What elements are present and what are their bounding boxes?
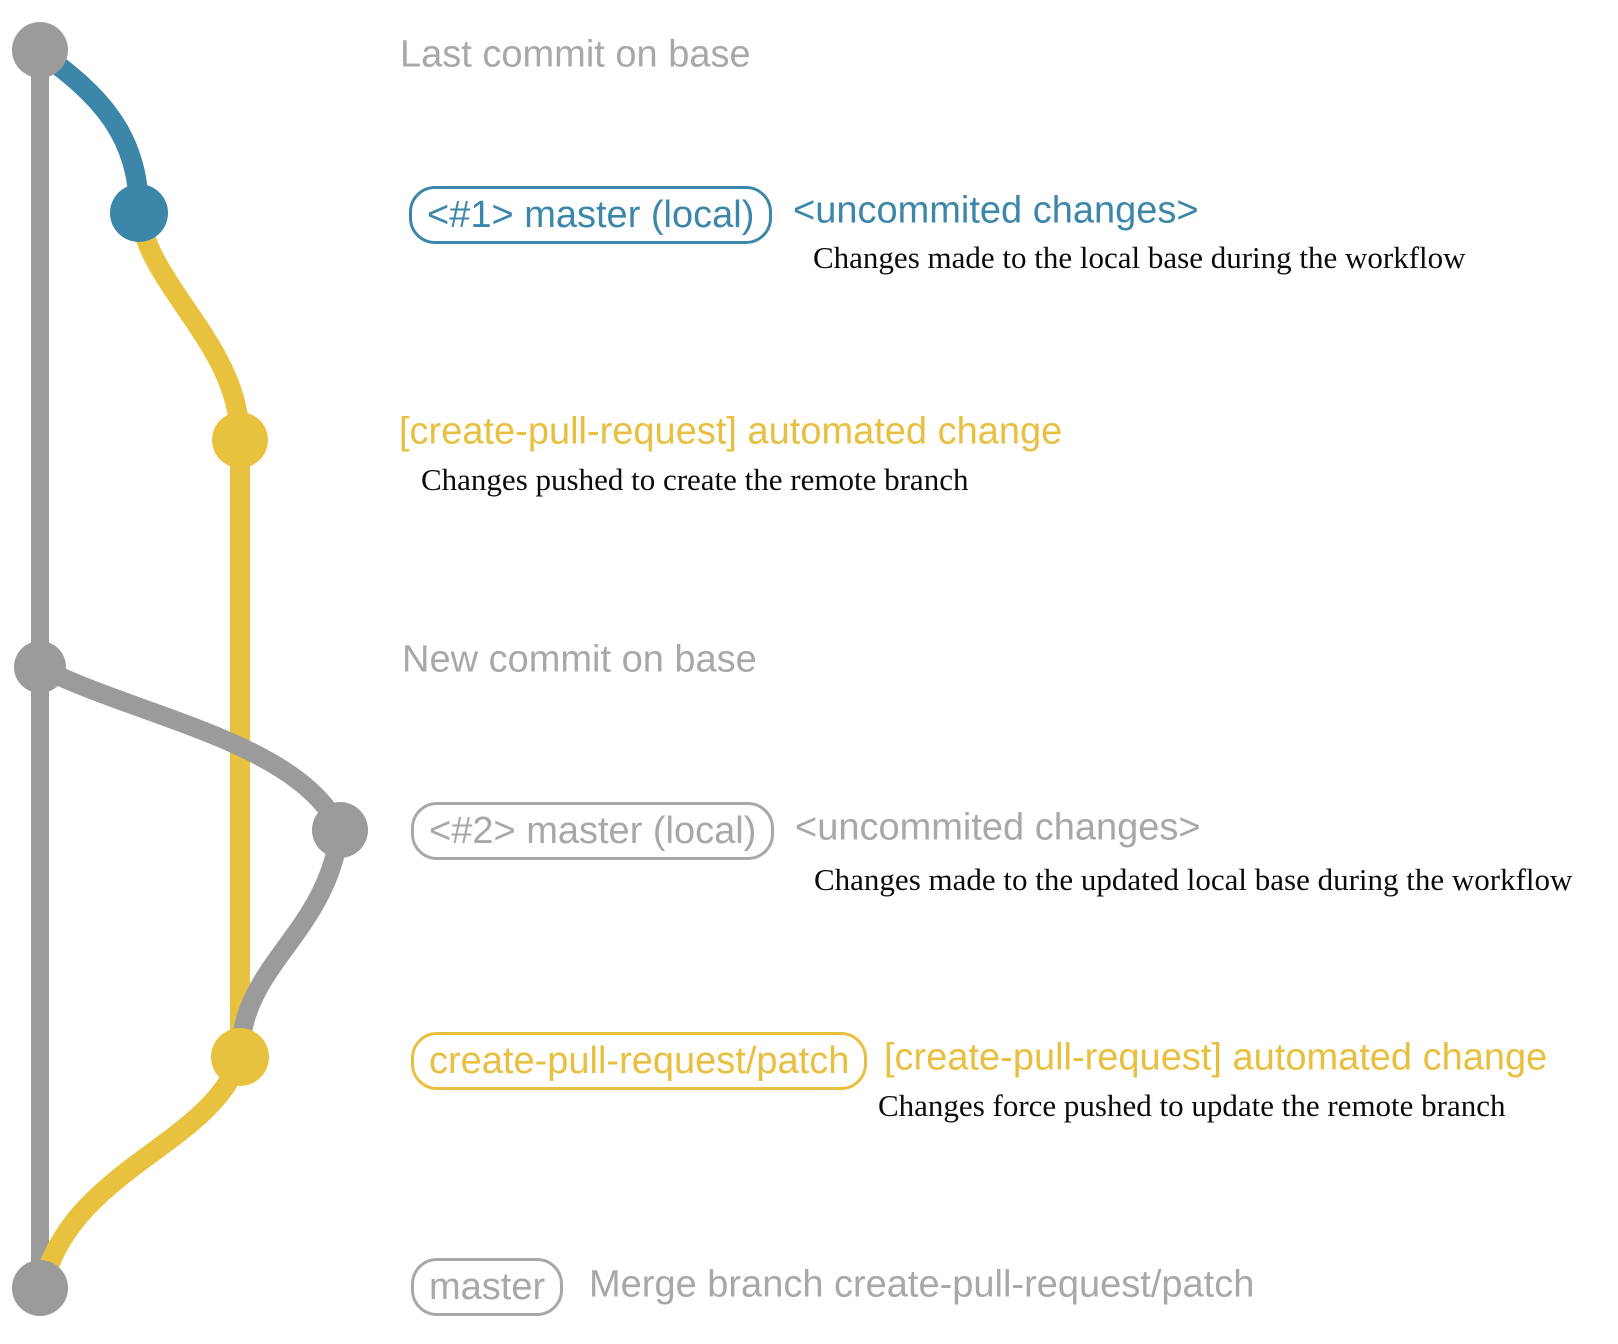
label-last-commit-on-base: Last commit on base [400, 33, 751, 76]
commit-uncommited-2 [312, 802, 368, 858]
commit-automated-1 [212, 412, 268, 468]
badge-master-local-1: <#1> master (local) [409, 186, 773, 244]
title-automated-change-2: [create-pull-request] automated change [884, 1036, 1548, 1079]
commit-uncommited-1 [110, 184, 168, 242]
title-merge-branch: Merge branch create-pull-request/patch [589, 1263, 1255, 1306]
description-local-changes-1: Changes made to the local base during th… [813, 240, 1466, 275]
patch-branch-line [32, 203, 250, 1298]
title-uncommited-changes-2: <uncommited changes> [795, 806, 1201, 849]
badge-master: master [411, 1258, 564, 1316]
commit-new-on-base [14, 641, 66, 693]
title-uncommited-changes-1: <uncommited changes> [793, 189, 1199, 232]
base-update-curve [30, 657, 350, 840]
commit-merge [12, 1260, 68, 1316]
title-automated-change-1: [create-pull-request] automated change [399, 410, 1063, 453]
label-new-commit-on-base: New commit on base [402, 638, 757, 681]
force-push-curve [230, 820, 350, 1062]
description-force-pushed: Changes force pushed to update the remot… [878, 1088, 1506, 1123]
commit-automated-2 [211, 1028, 269, 1086]
badge-create-pull-request-patch: create-pull-request/patch [411, 1032, 868, 1090]
commit-last-on-base [12, 22, 68, 78]
badge-master-local-2: <#2> master (local) [411, 802, 775, 860]
description-pushed-to-create: Changes pushed to create the remote bran… [421, 462, 969, 497]
description-local-changes-2: Changes made to the updated local base d… [814, 862, 1573, 897]
